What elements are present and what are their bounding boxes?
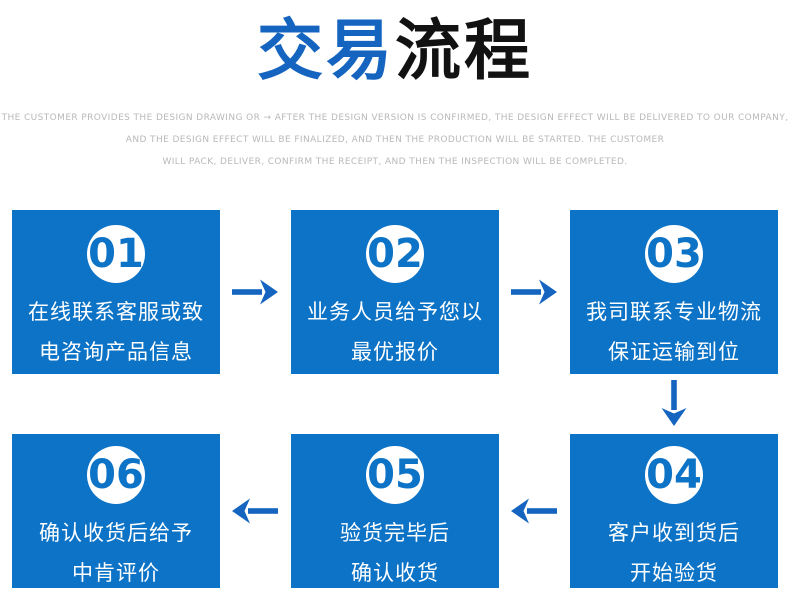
step-number-badge: 03 [645, 225, 703, 283]
step-number: 01 [88, 231, 144, 277]
step-description: 我司联系专业物流 保证运输到位 [570, 292, 778, 372]
step-card-05: 05 验货完毕后 确认收货 [291, 434, 499, 588]
step-text-line: 开始验货 [630, 561, 718, 585]
step-card-02: 02 业务人员给予您以 最优报价 [291, 210, 499, 374]
step-text-line: 在线联系客服或致 [28, 300, 204, 324]
step-card-03: 03 我司联系专业物流 保证运输到位 [570, 210, 778, 374]
step-text-line: 业务人员给予您以 [307, 300, 483, 324]
step-number: 03 [646, 231, 702, 277]
step-number: 05 [367, 452, 423, 498]
step-text-line: 客户收到货后 [608, 521, 740, 545]
arrow-down-icon [660, 380, 688, 430]
step-number-badge: 01 [87, 225, 145, 283]
arrow-right-icon [511, 278, 557, 310]
step-text-line: 确认收货 [351, 561, 439, 585]
step-card-06: 06 确认收货后给予 中肯评价 [12, 434, 220, 588]
step-text-line: 确认收货后给予 [39, 521, 193, 545]
subtitle: THE CUSTOMER PROVIDES THE DESIGN DRAWING… [0, 113, 790, 179]
step-number: 04 [646, 452, 702, 498]
step-text-line: 验货完毕后 [340, 521, 450, 545]
step-description: 确认收货后给予 中肯评价 [12, 513, 220, 593]
step-text-line: 电咨询产品信息 [39, 340, 193, 364]
subtitle-line: AND THE DESIGN EFFECT WILL BE FINALIZED,… [125, 135, 665, 145]
title-highlight: 交易 [257, 12, 395, 89]
step-description: 验货完毕后 确认收货 [291, 513, 499, 593]
subtitle-line: WILL PACK, DELIVER, CONFIRM THE RECEIPT,… [162, 157, 628, 167]
step-number-badge: 06 [87, 446, 145, 504]
step-description: 客户收到货后 开始验货 [570, 513, 778, 593]
step-number: 06 [88, 452, 144, 498]
step-card-01: 01 在线联系客服或致 电咨询产品信息 [12, 210, 220, 374]
arrow-left-icon [511, 497, 557, 529]
step-description: 在线联系客服或致 电咨询产品信息 [12, 292, 220, 372]
step-number-badge: 02 [366, 225, 424, 283]
step-description: 业务人员给予您以 最优报价 [291, 292, 499, 372]
step-number: 02 [367, 231, 423, 277]
step-number-badge: 04 [645, 446, 703, 504]
arrow-left-icon [232, 497, 278, 529]
title-rest: 流程 [395, 12, 533, 89]
step-text-line: 最优报价 [351, 340, 439, 364]
step-text-line: 保证运输到位 [608, 340, 740, 364]
step-text-line: 中肯评价 [72, 561, 160, 585]
arrow-right-icon [232, 278, 278, 310]
step-card-04: 04 客户收到货后 开始验货 [570, 434, 778, 588]
page-title: 交易流程 [0, 8, 790, 94]
step-text-line: 我司联系专业物流 [586, 300, 762, 324]
subtitle-line: THE CUSTOMER PROVIDES THE DESIGN DRAWING… [1, 113, 789, 123]
step-number-badge: 05 [366, 446, 424, 504]
